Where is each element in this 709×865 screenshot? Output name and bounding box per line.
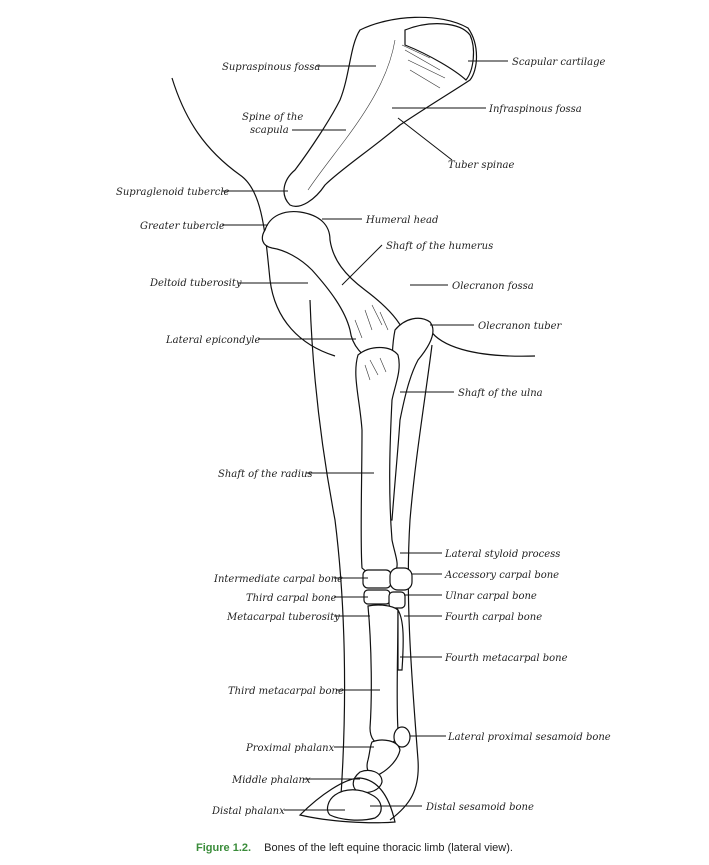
hoof-outline	[298, 777, 396, 824]
scapular-cartilage	[404, 23, 475, 81]
body-outline-elbow	[429, 329, 536, 357]
body-outline-shoulder	[171, 77, 336, 357]
label-intermediate-carpal-bone: Intermediate carpal bone	[213, 574, 343, 585]
label-ulnar-carpal-bone: Ulnar carpal bone	[445, 591, 537, 602]
body-outline-chest	[309, 299, 346, 811]
leader-lines	[222, 60, 508, 811]
third-metacarpal	[367, 604, 399, 746]
fourth-metacarpal	[397, 607, 404, 671]
label-shaft-of-the-humerus: Shaft of the humerus	[386, 241, 493, 252]
label-spine-line1: Spine of the	[242, 112, 303, 123]
proximal-sesamoid	[393, 726, 411, 748]
middle-phalanx-bone	[352, 769, 383, 794]
label-scapular-cartilage: Scapular cartilage	[512, 57, 605, 68]
label-greater-tubercle: Greater tubercle	[140, 221, 225, 232]
label-infraspinous-fossa: Infraspinous fossa	[488, 104, 582, 115]
label-supraglenoid-tubercle: Supraglenoid tubercle	[116, 187, 230, 198]
label-metacarpal-tuberosity: Metacarpal tuberosity	[226, 612, 340, 623]
figure-caption-text: Bones of the left equine thoracic limb (…	[264, 842, 513, 854]
label-supraspinous-fossa: Supraspinous fossa	[222, 62, 320, 73]
label-middle-phalanx: Middle phalanx	[231, 775, 311, 786]
humerus	[261, 210, 407, 363]
label-deltoid-tuberosity: Deltoid tuberosity	[149, 278, 242, 289]
scapula-spine	[307, 39, 396, 191]
label-distal-sesamoid-bone: Distal sesamoid bone	[425, 802, 534, 813]
label-fourth-metacarpal-bone: Fourth metacarpal bone	[444, 653, 568, 664]
carpal-bones	[362, 567, 413, 609]
label-tuber-spinae: Tuber spinae	[448, 160, 515, 171]
figure-caption: Figure 1.2. Bones of the left equine tho…	[0, 842, 709, 854]
figure-label: Figure 1.2.	[196, 842, 252, 854]
distal-phalanx-bone	[326, 789, 382, 821]
label-humeral-head: Humeral head	[365, 215, 438, 226]
label-olecranon-tuber: Olecranon tuber	[478, 321, 563, 332]
label-third-carpal-bone: Third carpal bone	[246, 593, 337, 604]
label-olecranon-fossa: Olecranon fossa	[452, 281, 534, 292]
label-lateral-proximal-sesamoid-bone: Lateral proximal sesamoid bone	[447, 732, 611, 743]
label-lateral-epicondyle: Lateral epicondyle	[165, 335, 260, 346]
label-accessory-carpal-bone: Accessory carpal bone	[444, 570, 559, 581]
label-third-metacarpal-bone: Third metacarpal bone	[228, 686, 344, 697]
humerus-hatch	[354, 304, 389, 339]
scapula	[283, 16, 478, 207]
body-outline-rear	[389, 344, 433, 821]
label-distal-phalanx: Distal phalanx	[211, 806, 285, 817]
radius-hatch	[364, 357, 387, 381]
label-shaft-of-the-radius: Shaft of the radius	[218, 469, 313, 480]
label-lateral-styloid-process: Lateral styloid process	[444, 549, 560, 560]
radius	[355, 346, 400, 577]
label-fourth-carpal-bone: Fourth carpal bone	[444, 612, 542, 623]
label-spine-line2: scapula	[250, 125, 289, 136]
limb-illustration: Supraspinous fossa Scapular cartilage In…	[116, 16, 611, 824]
label-shaft-of-the-ulna: Shaft of the ulna	[458, 388, 543, 399]
label-spine-of-the-scapula: Spine of the scapula	[242, 112, 306, 136]
scapula-hatch	[401, 44, 446, 89]
label-proximal-phalanx: Proximal phalanx	[245, 743, 335, 754]
